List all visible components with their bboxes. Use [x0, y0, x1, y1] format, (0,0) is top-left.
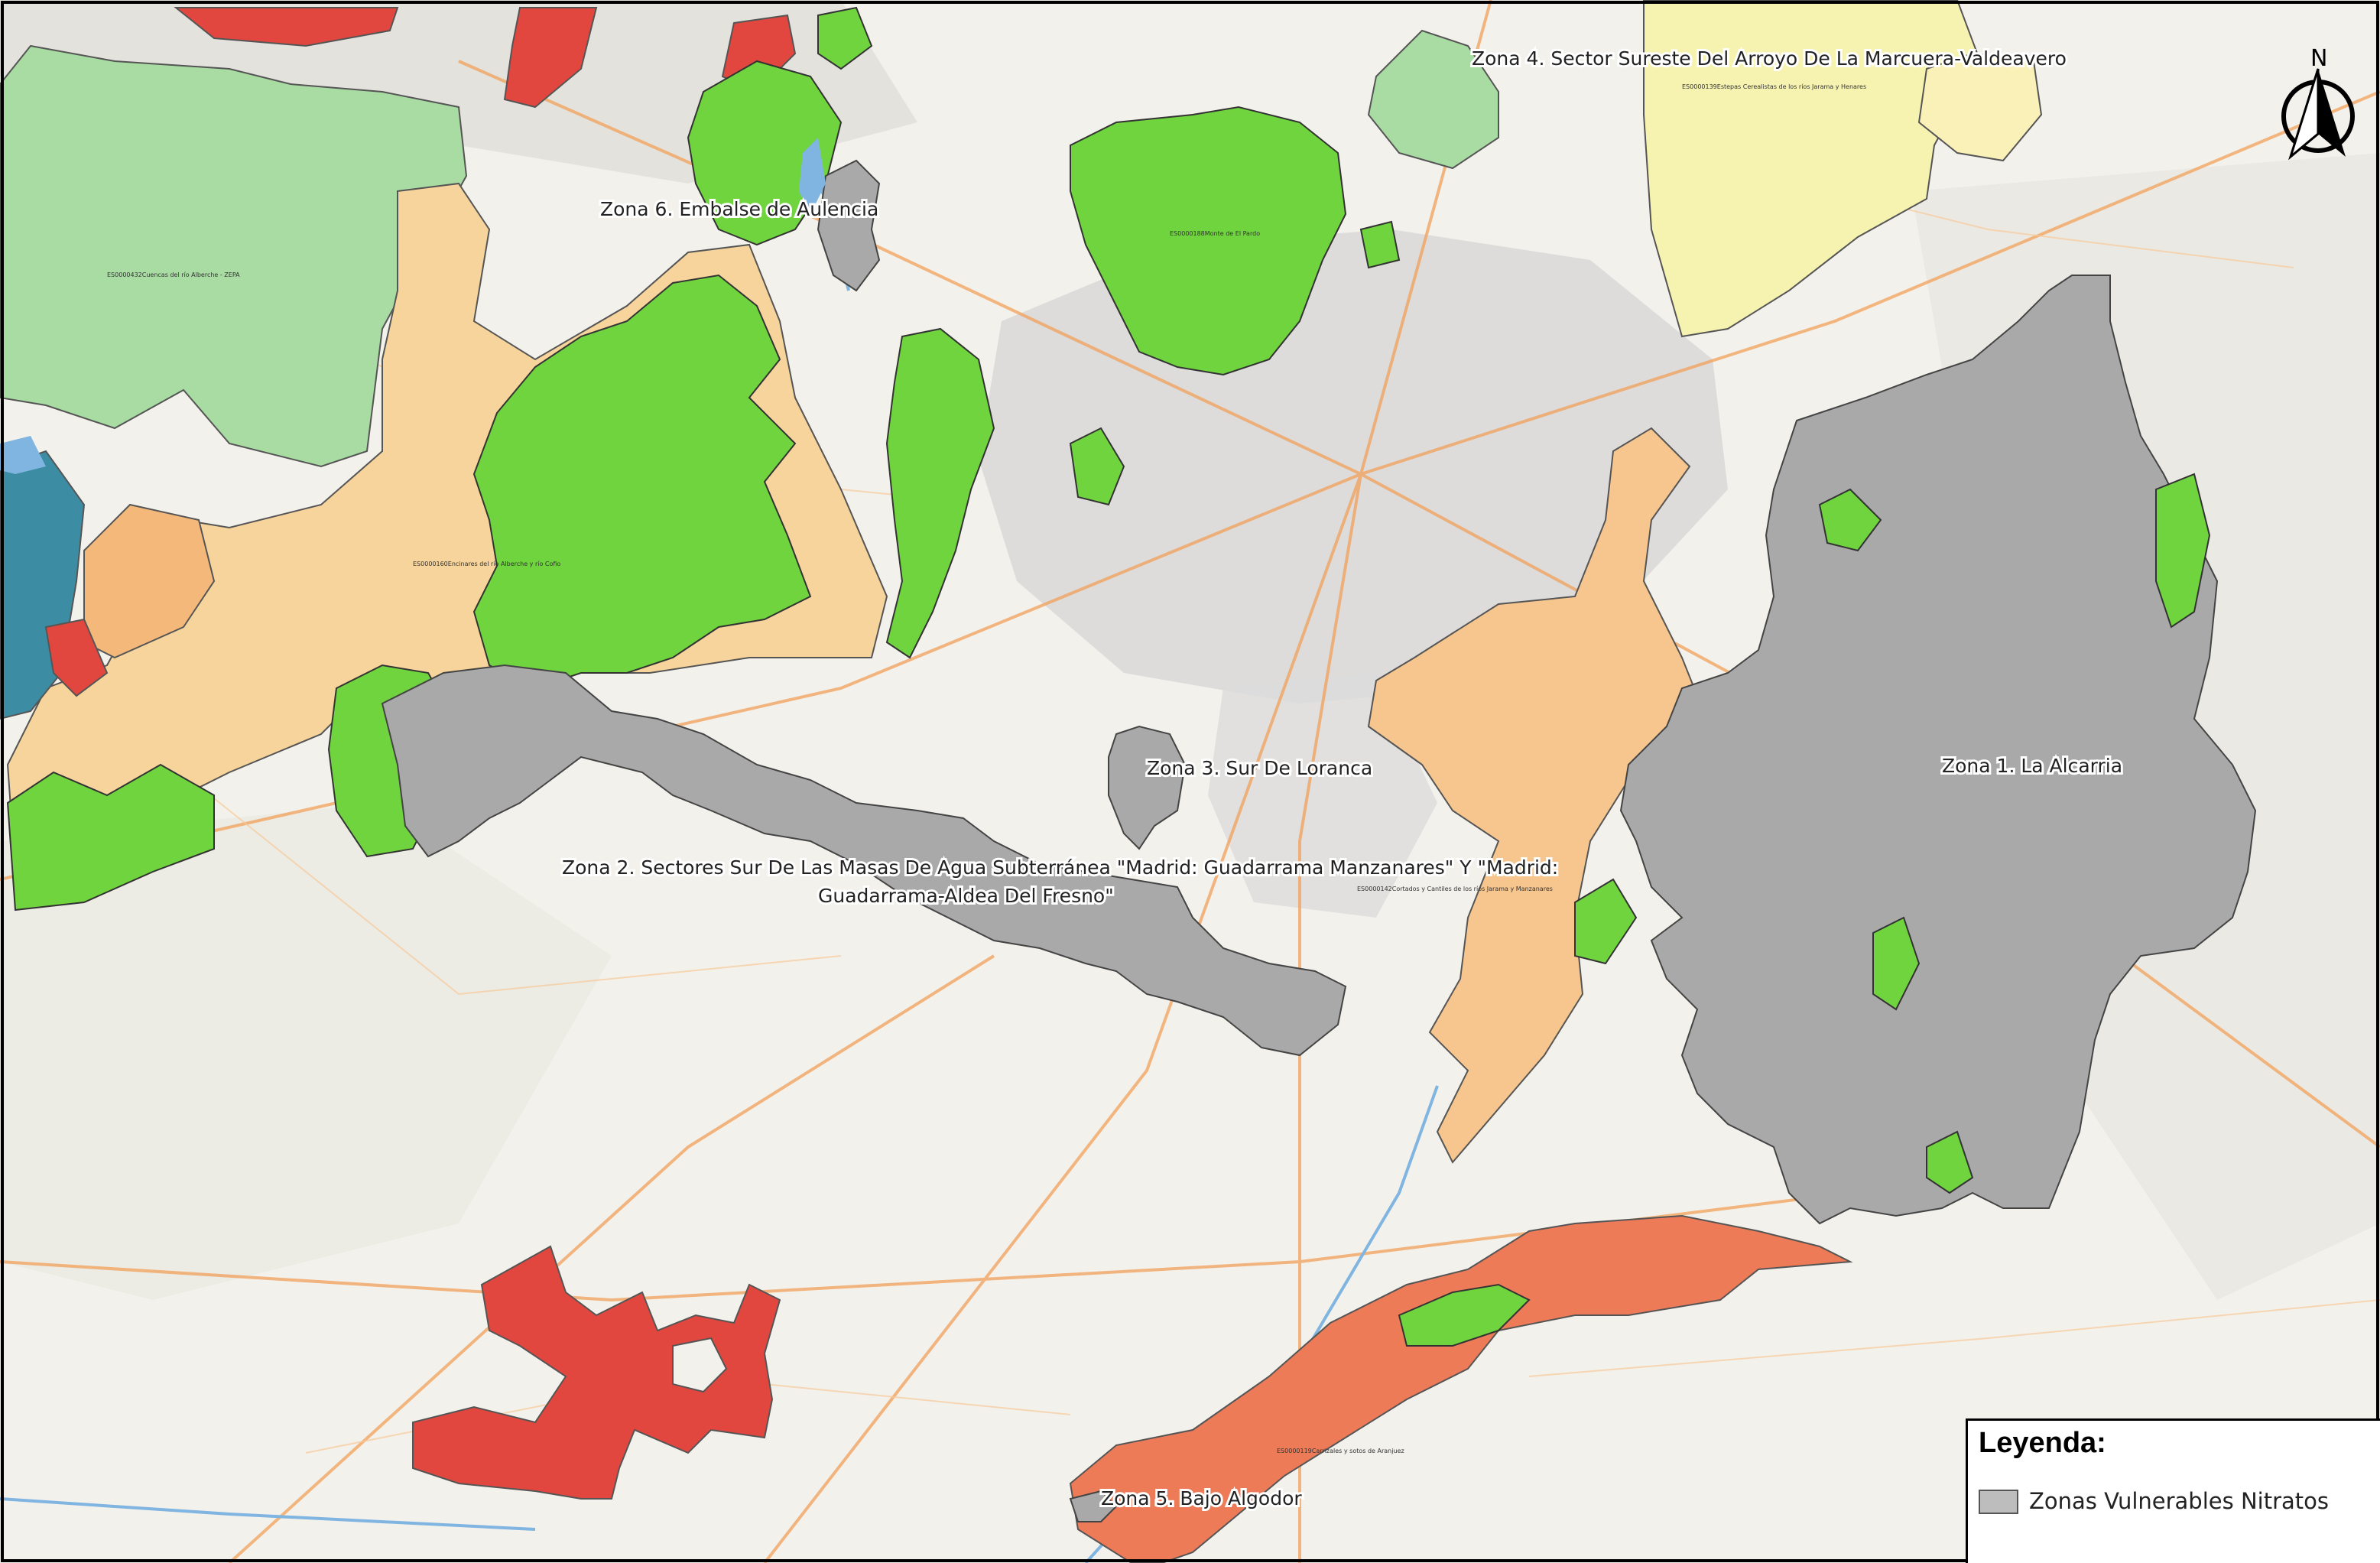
site-label-alberche-cofio: ES0000160Encinares del río Alberche y rí…: [413, 561, 560, 567]
reservoir-west: [0, 436, 46, 474]
vulnerable-zone-5-bajo-algodor: [1069, 1490, 1118, 1522]
zone-label-2-line1: Zona 2. Sectores Sur De Las Masas De Agu…: [562, 856, 1558, 879]
legend-panel: Leyenda: Zonas Vulnerables Nitratos: [1966, 1418, 2380, 1563]
zepa-yellow-northeast: [1643, 0, 1982, 338]
red-area-west: [44, 618, 109, 697]
zone-label-5: Zona 5. Bajo Algodor: [1101, 1487, 1302, 1509]
green-area-west-edge: [6, 763, 215, 911]
site-label-estepas: ES0000139Estepas Cerealistas de los ríos…: [1682, 83, 1866, 90]
vulnerable-zone-1-green-mottle-2: [2155, 473, 2211, 629]
zepa-salmon-south: [1069, 1214, 1853, 1563]
vulnerable-zone-1-green-mottle-5: [1574, 878, 1638, 965]
green-area-guadarrama: [885, 327, 995, 659]
vulnerable-zone-2-guadarrama: [381, 664, 1347, 1057]
vulnerable-zone-3-sur-de-loranca: [1108, 725, 1187, 850]
zepa-red-north-2: [503, 7, 598, 109]
zepa-light-green-north: [1367, 29, 1499, 170]
zepa-yellow-small-northeast: [1917, 52, 2043, 162]
vulnerable-zone-1-green-mottle-3: [1872, 916, 1921, 1011]
zepa-red-southwest: [412, 1245, 781, 1500]
zone-label-2-line2: Guadarrama-Aldea Del Fresno": [818, 885, 1114, 907]
vulnerable-zone-1-la-alcarria: [1619, 275, 2257, 1225]
site-label-el-pardo: ES0000188Monte de El Pardo: [1170, 230, 1260, 237]
green-area-el-pardo: [1070, 106, 1347, 376]
legend-title: Leyenda:: [1979, 1427, 2106, 1459]
zepa-red-southwest-inner: [672, 1337, 728, 1393]
site-label-aranjuez: ES0000119Carrizales y sotos de Aranjuez: [1277, 1448, 1404, 1454]
zone-label-4: Zona 4. Sector Sureste Del Arroyo De La …: [1472, 47, 2067, 70]
legend-swatch-vulnerable: [1979, 1490, 2018, 1514]
green-area-small-2: [1359, 220, 1401, 269]
zone-label-1: Zona 1. La Alcarria: [1942, 755, 2122, 777]
north-letter: N: [2310, 45, 2327, 72]
reservoir-aulencia: [799, 138, 826, 214]
green-patch-south: [1398, 1283, 1531, 1347]
zone-label-6: Zona 6. Embalse de Aulencia: [600, 198, 878, 220]
zone-label-3: Zona 3. Sur De Loranca: [1147, 757, 1372, 779]
vulnerable-zone-1-green-mottle-4: [1926, 1130, 1974, 1194]
green-area-small-1: [1069, 427, 1125, 506]
vulnerable-zone-1-green-mottle-1: [1818, 488, 1882, 552]
zepa-red-north-1: [174, 7, 399, 47]
green-area-alberche-cofio: [472, 274, 812, 690]
legend-item-label: Zonas Vulnerables Nitratos: [2029, 1488, 2329, 1514]
green-area-small-3: [817, 6, 873, 70]
site-label-alberche-zepa: ES0000432Cuencas del río Alberche - ZEPA: [107, 271, 240, 278]
site-label-cortados: ES0000142Cortados y Cantiles de los ríos…: [1357, 885, 1553, 892]
zepa-orange-southeast: [1367, 427, 1714, 1164]
north-arrow-icon: N: [2281, 45, 2355, 161]
terrain-southwest: [0, 803, 612, 1300]
vulnerable-zone-6-aulencia: [817, 159, 881, 292]
